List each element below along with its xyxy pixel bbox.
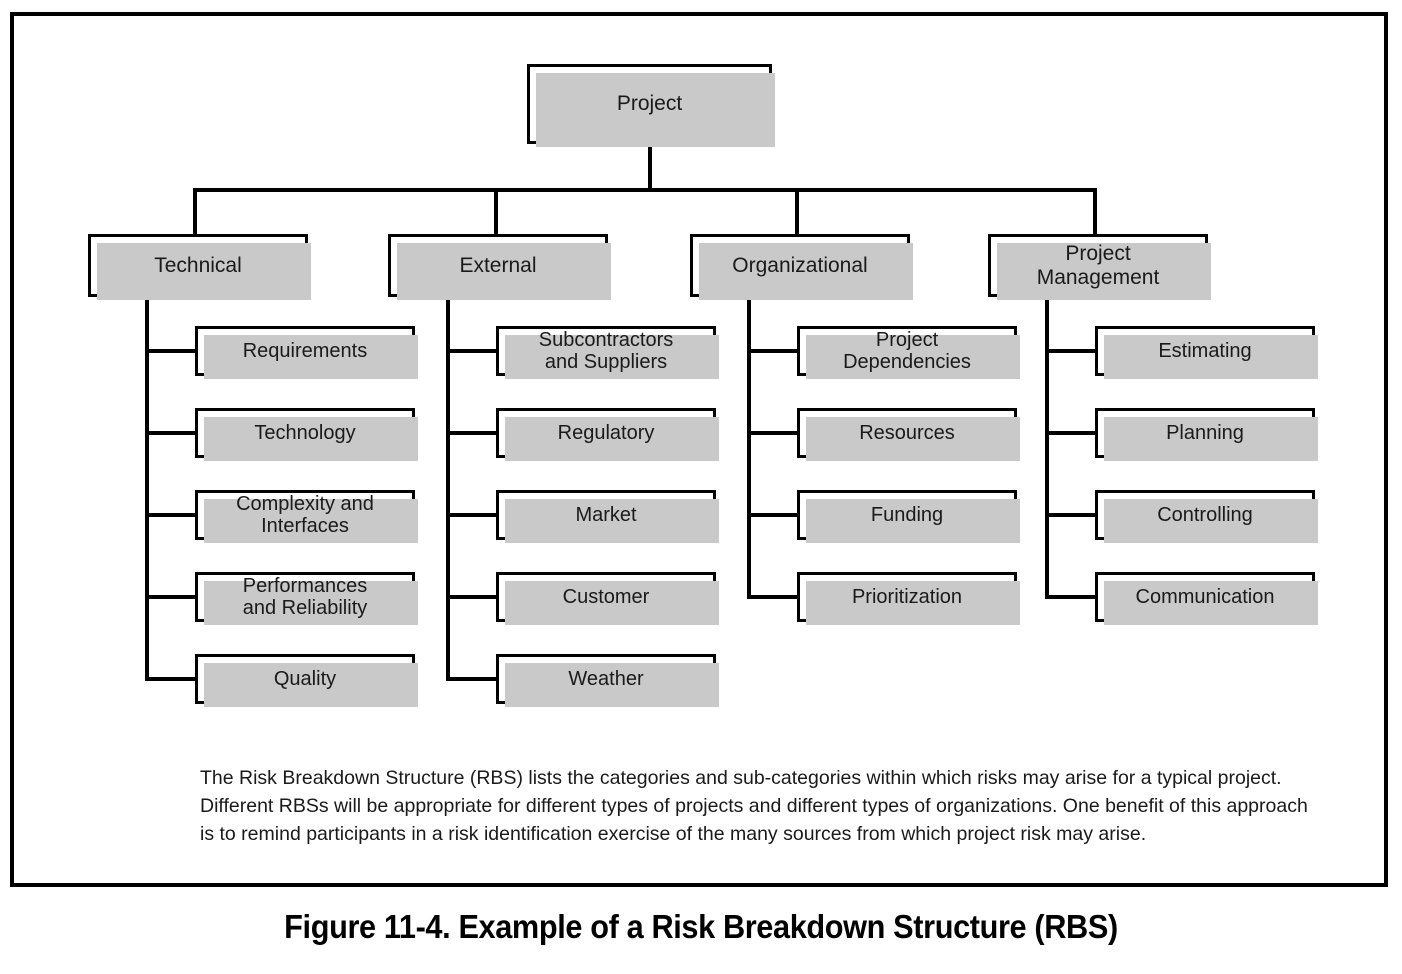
node-category-3[interactable]: Project Management xyxy=(988,234,1211,300)
node-subcategory-2-2-label: Funding xyxy=(870,503,944,526)
connector-leaf-stub-0-4 xyxy=(145,677,197,681)
connector-leaf-stub-0-1 xyxy=(145,431,197,435)
connector-branch-drop-2 xyxy=(795,188,799,234)
node-category-1[interactable]: External xyxy=(388,234,611,300)
node-subcategory-2-1[interactable]: Resources xyxy=(797,408,1020,461)
node-subcategory-0-0[interactable]: Requirements xyxy=(195,326,418,379)
connector-branch-drop-1 xyxy=(494,188,498,234)
node-subcategory-0-0-label: Requirements xyxy=(242,339,368,362)
node-subcategory-2-2[interactable]: Funding xyxy=(797,490,1020,543)
node-subcategory-3-0-label: Estimating xyxy=(1158,339,1252,362)
node-category-2[interactable]: Organizational xyxy=(690,234,913,300)
node-project[interactable]: Project xyxy=(527,64,775,147)
node-subcategory-2-3[interactable]: Prioritization xyxy=(797,572,1020,625)
node-category-3-label: Project Management xyxy=(1036,241,1160,289)
node-subcategory-0-2[interactable]: Complexity and Interfaces xyxy=(195,490,418,543)
connector-branch-drop-3 xyxy=(1093,188,1097,234)
node-subcategory-3-1[interactable]: Planning xyxy=(1095,408,1318,461)
connector-leaf-stub-0-2 xyxy=(145,513,197,517)
node-subcategory-3-0[interactable]: Estimating xyxy=(1095,326,1318,379)
node-subcategory-0-4[interactable]: Quality xyxy=(195,654,418,707)
node-subcategory-1-1[interactable]: Regulatory xyxy=(496,408,719,461)
connector-leaf-stub-1-3 xyxy=(446,595,498,599)
connector-root-stem xyxy=(647,144,652,192)
node-subcategory-1-4-label: Weather xyxy=(568,667,644,690)
node-subcategory-1-0-label: Subcontractors and Suppliers xyxy=(538,328,674,373)
node-subcategory-0-4-label: Quality xyxy=(273,667,337,690)
node-subcategory-3-3[interactable]: Communication xyxy=(1095,572,1318,625)
connector-spine-2 xyxy=(747,297,751,599)
node-subcategory-1-1-label: Regulatory xyxy=(557,421,655,444)
connector-leaf-stub-2-3 xyxy=(747,595,799,599)
figure-description: The Risk Breakdown Structure (RBS) lists… xyxy=(200,766,1308,846)
node-category-1-label: External xyxy=(459,253,537,277)
connector-branch-drop-0 xyxy=(193,188,197,234)
node-subcategory-3-1-label: Planning xyxy=(1166,421,1244,444)
connector-leaf-stub-2-2 xyxy=(747,513,799,517)
node-subcategory-1-2[interactable]: Market xyxy=(496,490,719,543)
node-subcategory-1-3-label: Customer xyxy=(562,585,650,608)
node-subcategory-1-0[interactable]: Subcontractors and Suppliers xyxy=(496,326,719,379)
node-subcategory-1-3[interactable]: Customer xyxy=(496,572,719,625)
node-category-0-label: Technical xyxy=(154,253,242,277)
node-subcategory-0-1-label: Technology xyxy=(254,421,356,444)
connector-leaf-stub-0-3 xyxy=(145,595,197,599)
node-subcategory-1-2-label: Market xyxy=(575,503,637,526)
node-category-0[interactable]: Technical xyxy=(88,234,311,300)
node-subcategory-3-3-label: Communication xyxy=(1135,585,1275,608)
node-subcategory-1-4[interactable]: Weather xyxy=(496,654,719,707)
connector-spine-1 xyxy=(446,297,450,681)
connector-spine-3 xyxy=(1045,297,1049,599)
connector-leaf-stub-3-2 xyxy=(1045,513,1097,517)
node-subcategory-2-0-label: Project Dependencies xyxy=(843,328,971,373)
node-category-2-label: Organizational xyxy=(732,253,868,277)
connector-leaf-stub-0-0 xyxy=(145,349,197,353)
node-subcategory-2-0[interactable]: Project Dependencies xyxy=(797,326,1020,379)
connector-leaf-stub-1-2 xyxy=(446,513,498,517)
node-subcategory-2-3-label: Prioritization xyxy=(851,585,963,608)
node-subcategory-0-3-label: Performances and Reliability xyxy=(242,574,368,619)
connector-leaf-stub-3-1 xyxy=(1045,431,1097,435)
connector-leaf-stub-2-0 xyxy=(747,349,799,353)
node-subcategory-3-2-label: Controlling xyxy=(1157,503,1253,526)
connector-root-bus xyxy=(193,188,1097,192)
connector-leaf-stub-3-0 xyxy=(1045,349,1097,353)
node-subcategory-2-1-label: Resources xyxy=(859,421,955,444)
connector-leaf-stub-1-1 xyxy=(446,431,498,435)
node-subcategory-0-1[interactable]: Technology xyxy=(195,408,418,461)
node-subcategory-0-2-label: Complexity and Interfaces xyxy=(236,492,374,537)
connector-leaf-stub-1-4 xyxy=(446,677,498,681)
node-subcategory-0-3[interactable]: Performances and Reliability xyxy=(195,572,418,625)
connector-spine-0 xyxy=(145,297,149,681)
node-project-label: Project xyxy=(616,92,683,116)
connector-leaf-stub-1-0 xyxy=(446,349,498,353)
node-subcategory-3-2[interactable]: Controlling xyxy=(1095,490,1318,543)
figure-caption: Figure 11-4. Example of a Risk Breakdown… xyxy=(284,908,1118,945)
connector-leaf-stub-3-3 xyxy=(1045,595,1097,599)
connector-leaf-stub-2-1 xyxy=(747,431,799,435)
